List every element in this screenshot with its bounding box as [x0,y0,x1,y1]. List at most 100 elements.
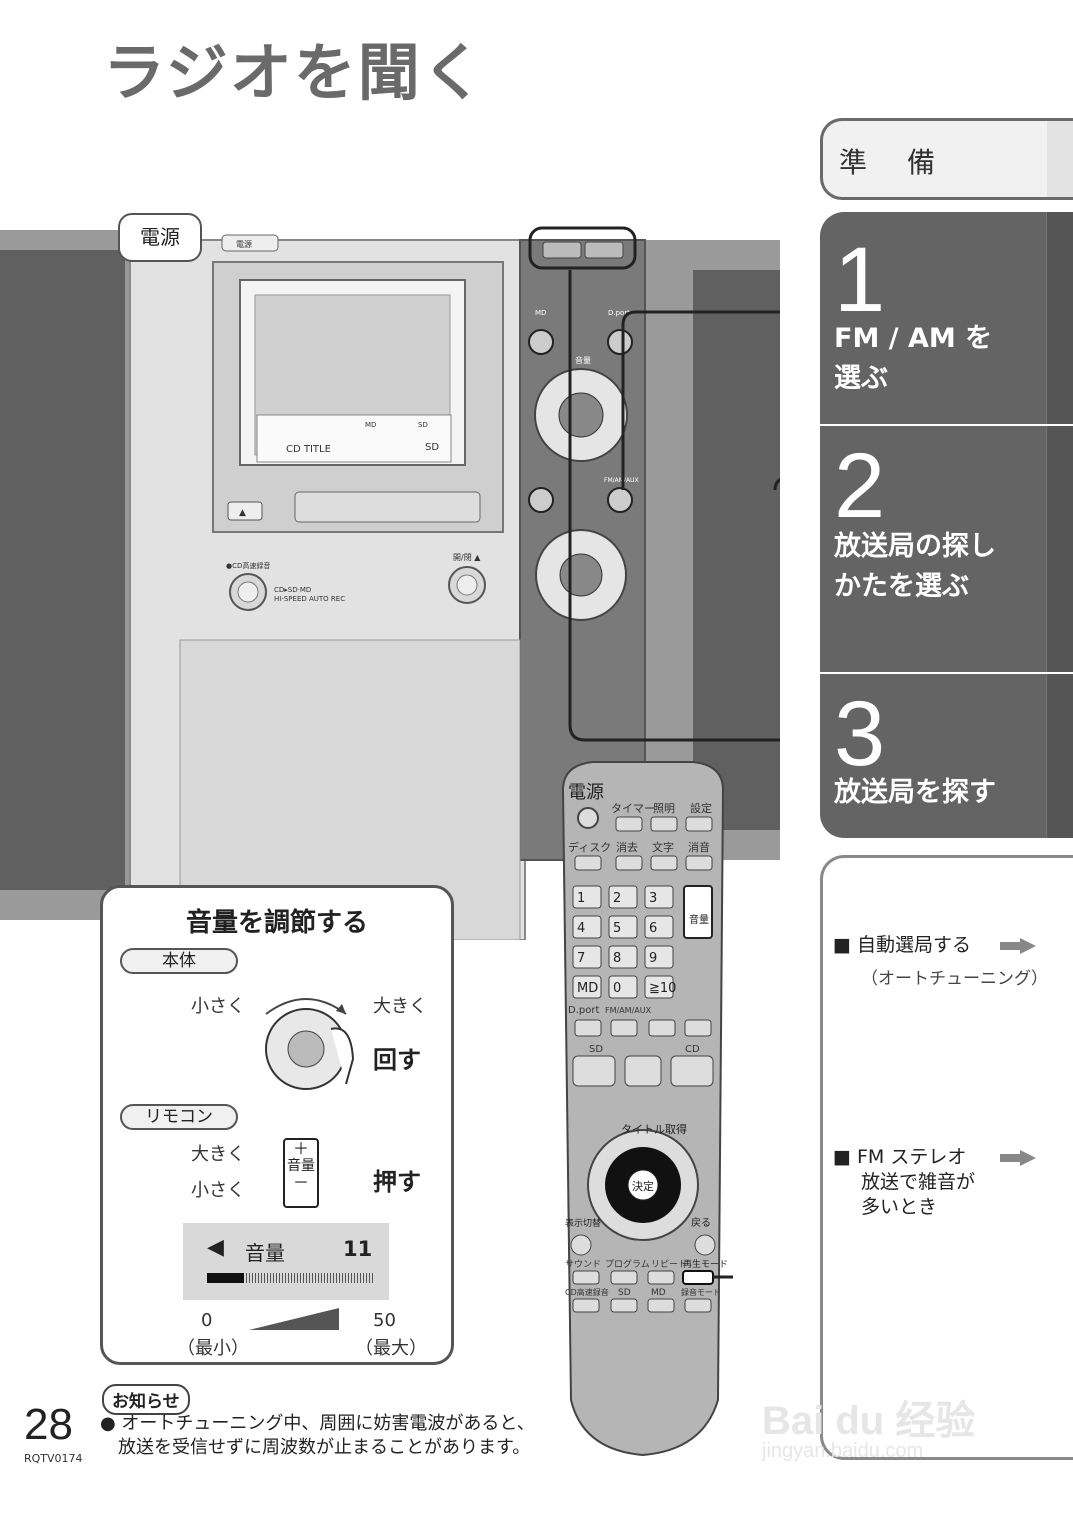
step-1-line-2: 選ぶ [834,363,888,394]
remote-enter-button[interactable] [627,1169,659,1201]
remote-title-get-label: タイトル取得 [621,1123,687,1136]
remote-erase-label: 消去 [616,840,638,854]
larger-label: 大きく [373,996,427,1017]
remote-sd-rec-button[interactable] [610,1298,638,1313]
remote-program-button[interactable] [610,1270,638,1285]
cd-sd-md-label: CD▸SD·MD [274,586,311,594]
remote-stop-button[interactable] [624,1055,662,1087]
remote-disc-button[interactable] [574,855,602,871]
remote-back-button[interactable] [694,1234,716,1256]
power-callout-label: 電源 [140,225,180,249]
remote-key-10[interactable] [572,975,602,999]
remote-md-rec-button[interactable] [647,1298,675,1313]
scale-max-label: （最大） [355,1338,427,1359]
volume-ramp-icon [249,1308,339,1330]
info-fm-stereo-line-2: 放送で雑音が [861,1171,976,1193]
remote-volume-key-diagram: ＋ 音量 － [283,1138,319,1208]
remote-cd-play-button[interactable] [670,1055,714,1087]
disc-slot [294,491,481,523]
notice-tag: お知らせ [102,1384,190,1415]
prep-label: 準 備 [839,146,942,179]
remote-dport-button[interactable] [574,1019,602,1037]
remote-key-8[interactable] [608,945,638,969]
remote-rewind-button[interactable] [648,1019,676,1037]
md-label: MD [535,309,546,317]
smaller-label: 小さく [191,996,245,1017]
remote-erase-button[interactable] [615,855,643,871]
arrow-right-icon [1000,1150,1036,1166]
remote-text-button[interactable] [650,855,678,871]
notice-line: 放送を受信せずに周波数が止まることがあります。 [100,1437,531,1458]
remote-key-label: 2 [613,891,621,906]
remote-repeat-button[interactable] [647,1270,675,1285]
watermark: Bai du 经验 [762,1399,976,1443]
remote-key-9[interactable] [644,945,674,969]
page-number: 28 [24,1400,73,1449]
remote-key-4[interactable] [572,915,602,939]
page-title: ラジオを聞く [103,36,486,109]
remote-key-6[interactable] [644,915,674,939]
remote-light-button[interactable] [650,816,678,832]
eject-icon: ▲ [239,508,246,518]
remote-key-5[interactable] [608,915,638,939]
remote-timer-button[interactable] [615,816,643,832]
remote-rec-mode-button[interactable] [684,1298,712,1313]
step-3-number: 3 [834,683,886,785]
remote-key-label: 3 [649,891,657,906]
remote-display-switch-button[interactable] [570,1234,592,1256]
remote-sound-button[interactable] [572,1270,600,1285]
power-button[interactable] [221,234,279,252]
info-auto-tune-sub: （オートチューニング） [861,969,1048,989]
remote-cd-label: CD [685,1044,700,1055]
skip-buttons-highlight [528,226,637,270]
minus-icon: － [292,1173,309,1192]
push-label: 押す [373,1168,421,1196]
remote-sd-play-button[interactable] [572,1055,616,1087]
remote-display-switch-label: 表示切替 [565,1217,601,1229]
remote-key-3[interactable] [644,885,674,909]
dport-button[interactable] [607,329,633,355]
power-callout: 電源 [118,213,202,262]
remote-volume-key[interactable] [683,885,713,939]
doc-code: RQTV0174 [24,1452,83,1465]
watermark-url: jingyan.baidu.com [762,1440,924,1462]
md-button[interactable] [528,329,554,355]
arrow-right-icon [1000,938,1036,954]
cd-hispeed-label: ●CD高速録音 [226,561,270,570]
remote-timer-label: タイマー [611,802,655,815]
remote-key-2[interactable] [608,885,638,909]
speaker-icon: ◀ [207,1235,224,1260]
notice-line: ● オートチューニング中、周囲に妨害電波があると、 [100,1413,535,1434]
remote-settings-button[interactable] [685,816,713,832]
skip-back-button[interactable] [542,241,582,259]
stop-button[interactable] [528,487,554,513]
remote-power-button[interactable] [577,807,599,829]
eject-button[interactable] [227,501,263,521]
remote-key-12[interactable] [644,975,674,999]
remote-key-1[interactable] [572,885,602,909]
remote-key-7[interactable] [572,945,602,969]
larger-remote-label: 大きく [191,1144,245,1165]
skip-forward-button[interactable] [584,241,624,259]
remote-disc-label: ディスク [568,840,611,854]
remote-ff-button[interactable] [684,1019,712,1037]
main-unit-pill: 本体 [120,948,238,974]
lcd-volume-label: 音量 [245,1241,285,1265]
step-1-number: 1 [834,229,886,331]
volume-knob-label: 音量 [575,355,591,365]
remote-key-label: 6 [649,921,657,936]
step-2-line-2: かたを選ぶ [834,571,969,602]
remote-play-mode-button[interactable] [682,1270,714,1285]
dport-label: D.port [608,309,630,317]
remote-key-label: 9 [649,951,657,966]
step-1-line-1: FM / AM を [834,323,993,354]
remote-fm-am-aux-button[interactable] [610,1019,638,1037]
remote-sd-rec-label: SD [618,1288,631,1298]
prep-tab: 準 備 [820,118,1073,200]
fm-am-aux-button[interactable] [607,487,633,513]
remote-key-11[interactable] [608,975,638,999]
remote-mute-button[interactable] [685,855,713,871]
remote-light-label: 照明 [653,802,675,815]
remote-cd-hispeed-button[interactable] [572,1298,600,1313]
remote-rec-mode-label: 録音モード [681,1287,721,1297]
